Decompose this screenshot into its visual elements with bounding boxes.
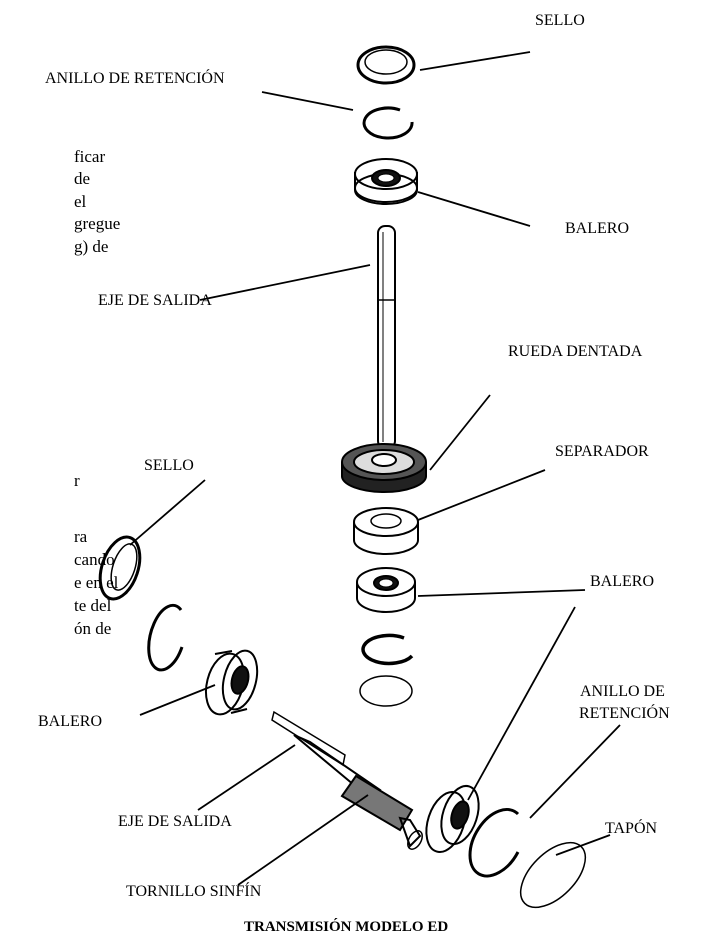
middle-bearing-part xyxy=(356,567,416,613)
label-spacer: SEPARADOR xyxy=(555,443,649,460)
partial-text-line: r xyxy=(74,471,80,490)
plug-cap-part xyxy=(519,841,587,909)
top-retaining-ring-part xyxy=(362,106,414,140)
label-output-shaft-top: EJE DE SALIDA xyxy=(98,292,212,309)
label-bearing-left: BALERO xyxy=(38,713,102,730)
output-shaft-vertical-part xyxy=(377,225,396,449)
label-output-shaft-bottom: EJE DE SALIDA xyxy=(118,813,232,830)
gear-wheel-part xyxy=(341,443,427,493)
label-bearing-mid: BALERO xyxy=(590,573,654,590)
lower-right-bearing-part xyxy=(425,784,480,854)
partial-text-line: g) de xyxy=(74,237,109,256)
label-retaining-ring-top: ANILLO DE RETENCIÓN xyxy=(45,70,225,87)
partial-text-line: te del xyxy=(74,596,112,615)
partial-text-line: gregue xyxy=(74,214,121,233)
leader-lines xyxy=(129,51,621,886)
top-bearing-part xyxy=(354,158,418,205)
label-seal-left: SELLO xyxy=(144,457,194,474)
label-seal-top: SELLO xyxy=(535,12,585,29)
left-bearing-part xyxy=(204,649,259,716)
partial-text-line: ficar xyxy=(74,147,106,166)
label-worm-screw: TORNILLO SINFÍN xyxy=(126,883,262,900)
top-seal-part xyxy=(356,45,416,85)
partial-text-line: el xyxy=(74,192,87,211)
left-retaining-ring-part xyxy=(147,603,184,672)
label-retaining-ring-line2: RETENCIÓN xyxy=(579,705,670,722)
middle-retaining-ring-part xyxy=(361,633,414,666)
label-bearing-top: BALERO xyxy=(565,220,629,237)
label-gear-wheel: RUEDA DENTADA xyxy=(508,343,643,360)
partial-text-line: ón de xyxy=(74,619,112,638)
left-seal-part xyxy=(98,535,142,601)
partial-text-line: de xyxy=(74,169,91,188)
label-plug: TAPÓN xyxy=(605,820,658,837)
spacer-part xyxy=(353,507,419,555)
partial-text-line: e en el xyxy=(74,573,119,592)
diagram-caption: TRANSMISIÓN MODELO ED xyxy=(244,919,449,935)
bottom-plug-part xyxy=(359,675,413,707)
worm-shaft-part xyxy=(271,710,423,850)
label-retaining-ring-line1: ANILLO DE xyxy=(580,683,665,700)
partial-text-line: ra xyxy=(74,527,88,546)
lower-right-retaining-ring-part xyxy=(468,808,520,878)
